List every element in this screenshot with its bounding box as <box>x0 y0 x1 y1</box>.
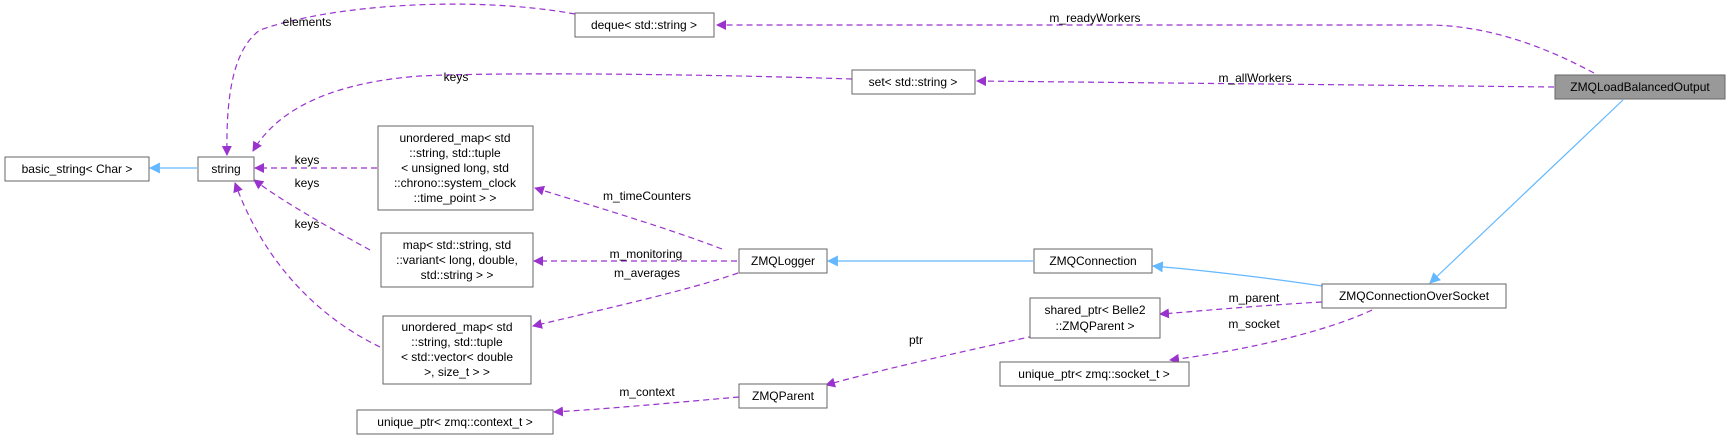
edge-m-context <box>553 396 740 417</box>
node-map-variant[interactable]: map< std::string, std ::variant< long, d… <box>380 232 534 288</box>
node-unordered-map-vector-line-3: < std::vector< double <box>401 350 513 364</box>
edge-keys-umap-vector <box>233 182 381 348</box>
label-m-averages: m_averages <box>614 266 680 280</box>
node-zmq-load-balanced-output[interactable]: ZMQLoadBalancedOutput <box>1554 74 1726 100</box>
node-basic-string[interactable]: basic_string< Char > <box>4 156 150 182</box>
node-unordered-map-time-line-5: ::time_point > > <box>414 191 497 205</box>
label-keys-map-variant: keys <box>295 176 320 190</box>
label-elements: elements <box>283 15 332 29</box>
node-unordered-map-vector[interactable]: unordered_map< std ::string, std::tuple … <box>382 315 532 385</box>
node-unordered-map-time-line-2: ::string, std::tuple <box>409 146 501 160</box>
node-zmq-parent[interactable]: ZMQParent <box>738 383 828 409</box>
label-m-socket: m_socket <box>1228 317 1280 331</box>
node-map-variant-line-2: ::variant< long, double, <box>396 253 518 267</box>
node-zmq-connection-over-socket[interactable]: ZMQConnectionOverSocket <box>1321 283 1507 309</box>
label-m-ready-workers: m_readyWorkers <box>1049 11 1140 25</box>
label-keys-umap-time: keys <box>295 153 320 167</box>
edges <box>148 3 1624 417</box>
label-keys-umap-vector: keys <box>295 217 320 231</box>
node-shared-ptr-parent-line-2: ::ZMQParent > <box>1055 319 1134 333</box>
edge-keys-map-variant <box>253 179 371 251</box>
node-shared-ptr-parent-line-1: shared_ptr< Belle2 <box>1044 303 1145 317</box>
node-unordered-map-time-line-3: < unsigned long, std <box>401 161 509 175</box>
node-shared-ptr-parent[interactable]: shared_ptr< Belle2 ::ZMQParent > <box>1029 297 1161 339</box>
node-set-string[interactable]: set< std::string > <box>851 69 976 95</box>
edge-ptr <box>825 335 1035 388</box>
node-zmq-logger[interactable]: ZMQLogger <box>738 248 828 274</box>
node-unique-ptr-socket[interactable]: unique_ptr< zmq::socket_t > <box>999 361 1190 387</box>
node-string-line-1: string <box>211 162 240 176</box>
edge-m-parent <box>1159 301 1323 319</box>
label-m-monitoring: m_monitoring <box>610 247 683 261</box>
node-map-variant-line-3: std::string > > <box>421 268 494 282</box>
node-unordered-map-vector-line-4: >, size_t > > <box>424 365 490 379</box>
node-unique-ptr-context[interactable]: unique_ptr< zmq::context_t > <box>356 409 554 435</box>
node-unordered-map-time-line-4: ::chrono::system_clock <box>394 176 517 190</box>
nodes: ZMQLoadBalancedOutput deque< std::string… <box>4 12 1726 435</box>
edge-inherit-over-socket-to-load-balanced <box>1429 99 1624 284</box>
node-unordered-map-time-line-1: unordered_map< std <box>399 131 510 145</box>
node-zmq-connection-over-socket-line-1: ZMQConnectionOverSocket <box>1339 289 1490 303</box>
label-m-time-counters: m_timeCounters <box>603 189 691 203</box>
node-unique-ptr-socket-line-1: unique_ptr< zmq::socket_t > <box>1018 367 1169 381</box>
edge-labels: m_readyWorkers m_allWorkers elements key… <box>283 11 1292 399</box>
edge-m-ready-workers <box>716 20 1595 74</box>
node-unordered-map-vector-line-2: ::string, std::tuple <box>411 335 503 349</box>
node-unique-ptr-context-line-1: unique_ptr< zmq::context_t > <box>377 415 532 429</box>
node-unordered-map-time[interactable]: unordered_map< std ::string, std::tuple … <box>377 125 534 211</box>
node-zmq-connection[interactable]: ZMQConnection <box>1033 248 1153 274</box>
edge-m-socket <box>1169 309 1373 364</box>
edge-m-all-workers <box>976 76 1555 88</box>
label-ptr: ptr <box>909 333 923 347</box>
node-basic-string-line-1: basic_string< Char > <box>22 162 133 176</box>
node-deque-string-line-1: deque< std::string > <box>591 18 697 32</box>
edge-keys-set <box>252 73 853 152</box>
node-unordered-map-vector-line-1: unordered_map< std <box>401 320 512 334</box>
node-string[interactable]: string <box>197 156 255 182</box>
node-zmq-logger-line-1: ZMQLogger <box>751 254 815 268</box>
edge-elements <box>221 3 576 156</box>
label-m-all-workers: m_allWorkers <box>1218 71 1291 85</box>
label-m-parent: m_parent <box>1229 291 1280 305</box>
node-set-string-line-1: set< std::string > <box>869 75 958 89</box>
node-zmq-parent-line-1: ZMQParent <box>752 389 815 403</box>
node-map-variant-line-1: map< std::string, std <box>403 238 511 252</box>
edge-inherit-connection-to-over-socket <box>1151 261 1323 287</box>
edge-m-time-counters <box>534 185 723 250</box>
label-keys-set: keys <box>444 70 469 84</box>
label-m-context: m_context <box>619 385 675 399</box>
node-zmq-load-balanced-output-line-1: ZMQLoadBalancedOutput <box>1570 80 1710 94</box>
node-zmq-connection-line-1: ZMQConnection <box>1049 254 1136 268</box>
edge-m-averages <box>532 272 739 329</box>
node-deque-string[interactable]: deque< std::string > <box>574 12 715 38</box>
